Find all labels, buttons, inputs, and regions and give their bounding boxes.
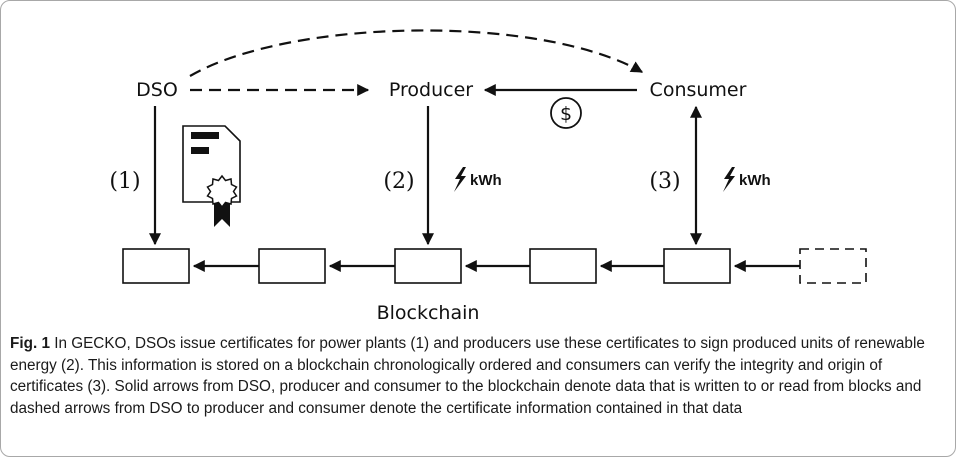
step-3-label: (3): [649, 169, 680, 194]
consumer-kwh-label: kWh: [739, 172, 771, 189]
lightning-icon: [723, 167, 735, 192]
consumer-energy-label: kWh: [723, 167, 771, 192]
block: [394, 248, 462, 284]
dso-to-consumer-dashed-arrow: [189, 29, 644, 77]
block: [663, 248, 731, 284]
dso-label: DSO: [136, 79, 178, 101]
block: [122, 248, 190, 284]
certificate-icon: [182, 125, 241, 227]
producer-kwh-label: kWh: [470, 172, 502, 189]
gecko-diagram: DSO Producer Consumer $ (1) (2) (3) kWh …: [109, 29, 867, 324]
producer-label: Producer: [389, 79, 473, 101]
step-2-label: (2): [383, 169, 414, 194]
caption-text: In GECKO, DSOs issue certificates for po…: [10, 335, 925, 417]
block: [258, 248, 326, 284]
step-1-label: (1): [109, 169, 140, 194]
producer-energy-label: kWh: [454, 167, 502, 192]
dollar-symbol: $: [560, 103, 572, 125]
consumer-label: Consumer: [650, 79, 747, 101]
block: [529, 248, 597, 284]
dollar-coin-icon: $: [550, 97, 582, 129]
pending-block: [799, 248, 867, 284]
blockchain-label: Blockchain: [377, 302, 480, 324]
figure-caption: Fig. 1 In GECKO, DSOs issue certificates…: [10, 333, 945, 419]
figure-frame: [0, 0, 956, 457]
lightning-icon: [454, 167, 466, 192]
figure-id: Fig. 1: [10, 335, 50, 352]
